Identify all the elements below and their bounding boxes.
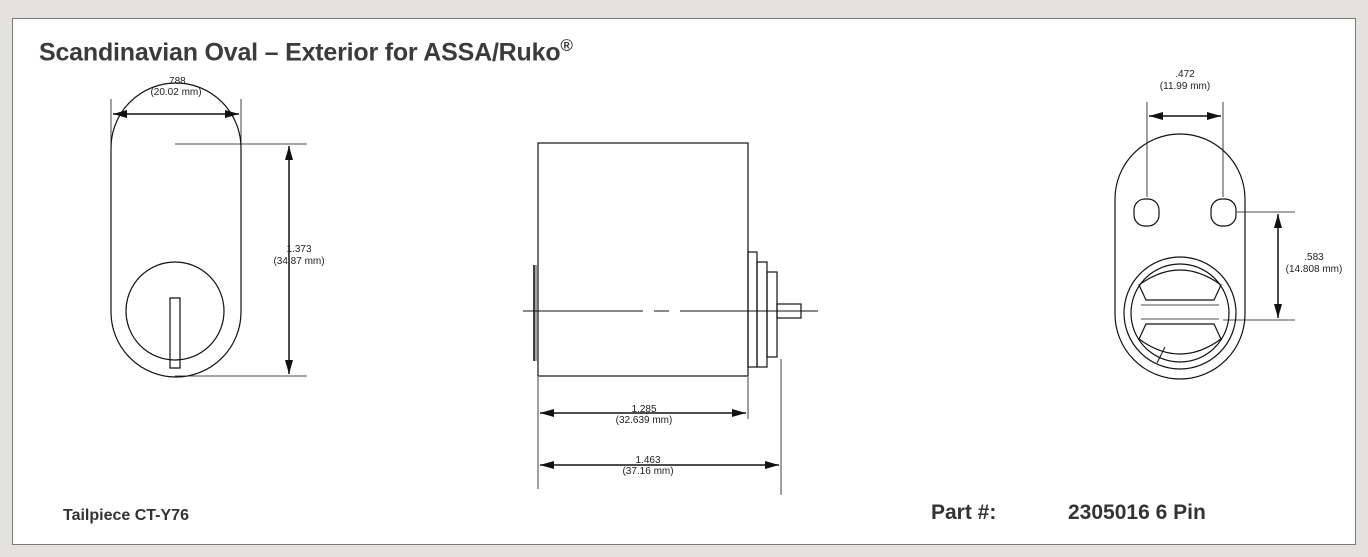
body-length-mm-label: (32.639 mm) [616,415,673,426]
cylinder-body [537,142,749,377]
front-view [110,82,307,378]
key-slot [169,297,181,369]
mounting-hole-left [1133,198,1160,227]
mounting-hole-right [1210,198,1237,227]
back-oval-outline [1114,133,1246,380]
cam-ring-inner [1130,263,1230,363]
width-mm-label: (20.02 mm) [150,87,201,98]
rear-cam [756,261,768,368]
hole-spacing-mm-label: (11.99 mm) [1160,81,1210,92]
back-view [1114,102,1295,380]
cam-upper [1138,269,1222,301]
technical-drawing: .788 (20.02 mm) 1.373 (34.87 mm) 1.285 (… [110,69,1343,495]
drawing-sheet: Scandinavian Oval – Exterior for ASSA/Ru… [12,18,1356,545]
side-view [523,142,818,495]
ring-gap [1156,346,1166,364]
title-text: Scandinavian Oval – Exterior for ASSA/Ru… [39,38,561,67]
hole-to-center-inch-label: .583 [1304,252,1324,263]
height-inch-label: 1.373 [286,244,311,255]
oval-outline [110,82,242,378]
part-number-value: 2305016 6 Pin [1068,501,1206,524]
part-number-label: Part #: [931,501,997,524]
registered-mark: ® [560,36,573,55]
body-length-inch-label: 1.285 [631,404,656,415]
width-inch-label: .788 [166,76,186,87]
hole-spacing-inch-label: .472 [1175,69,1195,80]
rear-collar [747,251,758,368]
tailpiece-label: Tailpiece CT-Y76 [63,507,189,524]
hole-to-center-mm-label: (14.808 mm) [1286,264,1343,275]
overall-length-inch-label: 1.463 [635,455,660,466]
height-mm-label: (34.87 mm) [273,256,324,267]
overall-length-mm-label: (37.16 mm) [622,466,673,477]
cam-ring-outer [1123,256,1237,370]
page-title: Scandinavian Oval – Exterior for ASSA/Ru… [39,36,573,67]
keyway-plug [125,261,225,361]
cam-lower [1138,323,1222,355]
cam-block [766,271,778,358]
